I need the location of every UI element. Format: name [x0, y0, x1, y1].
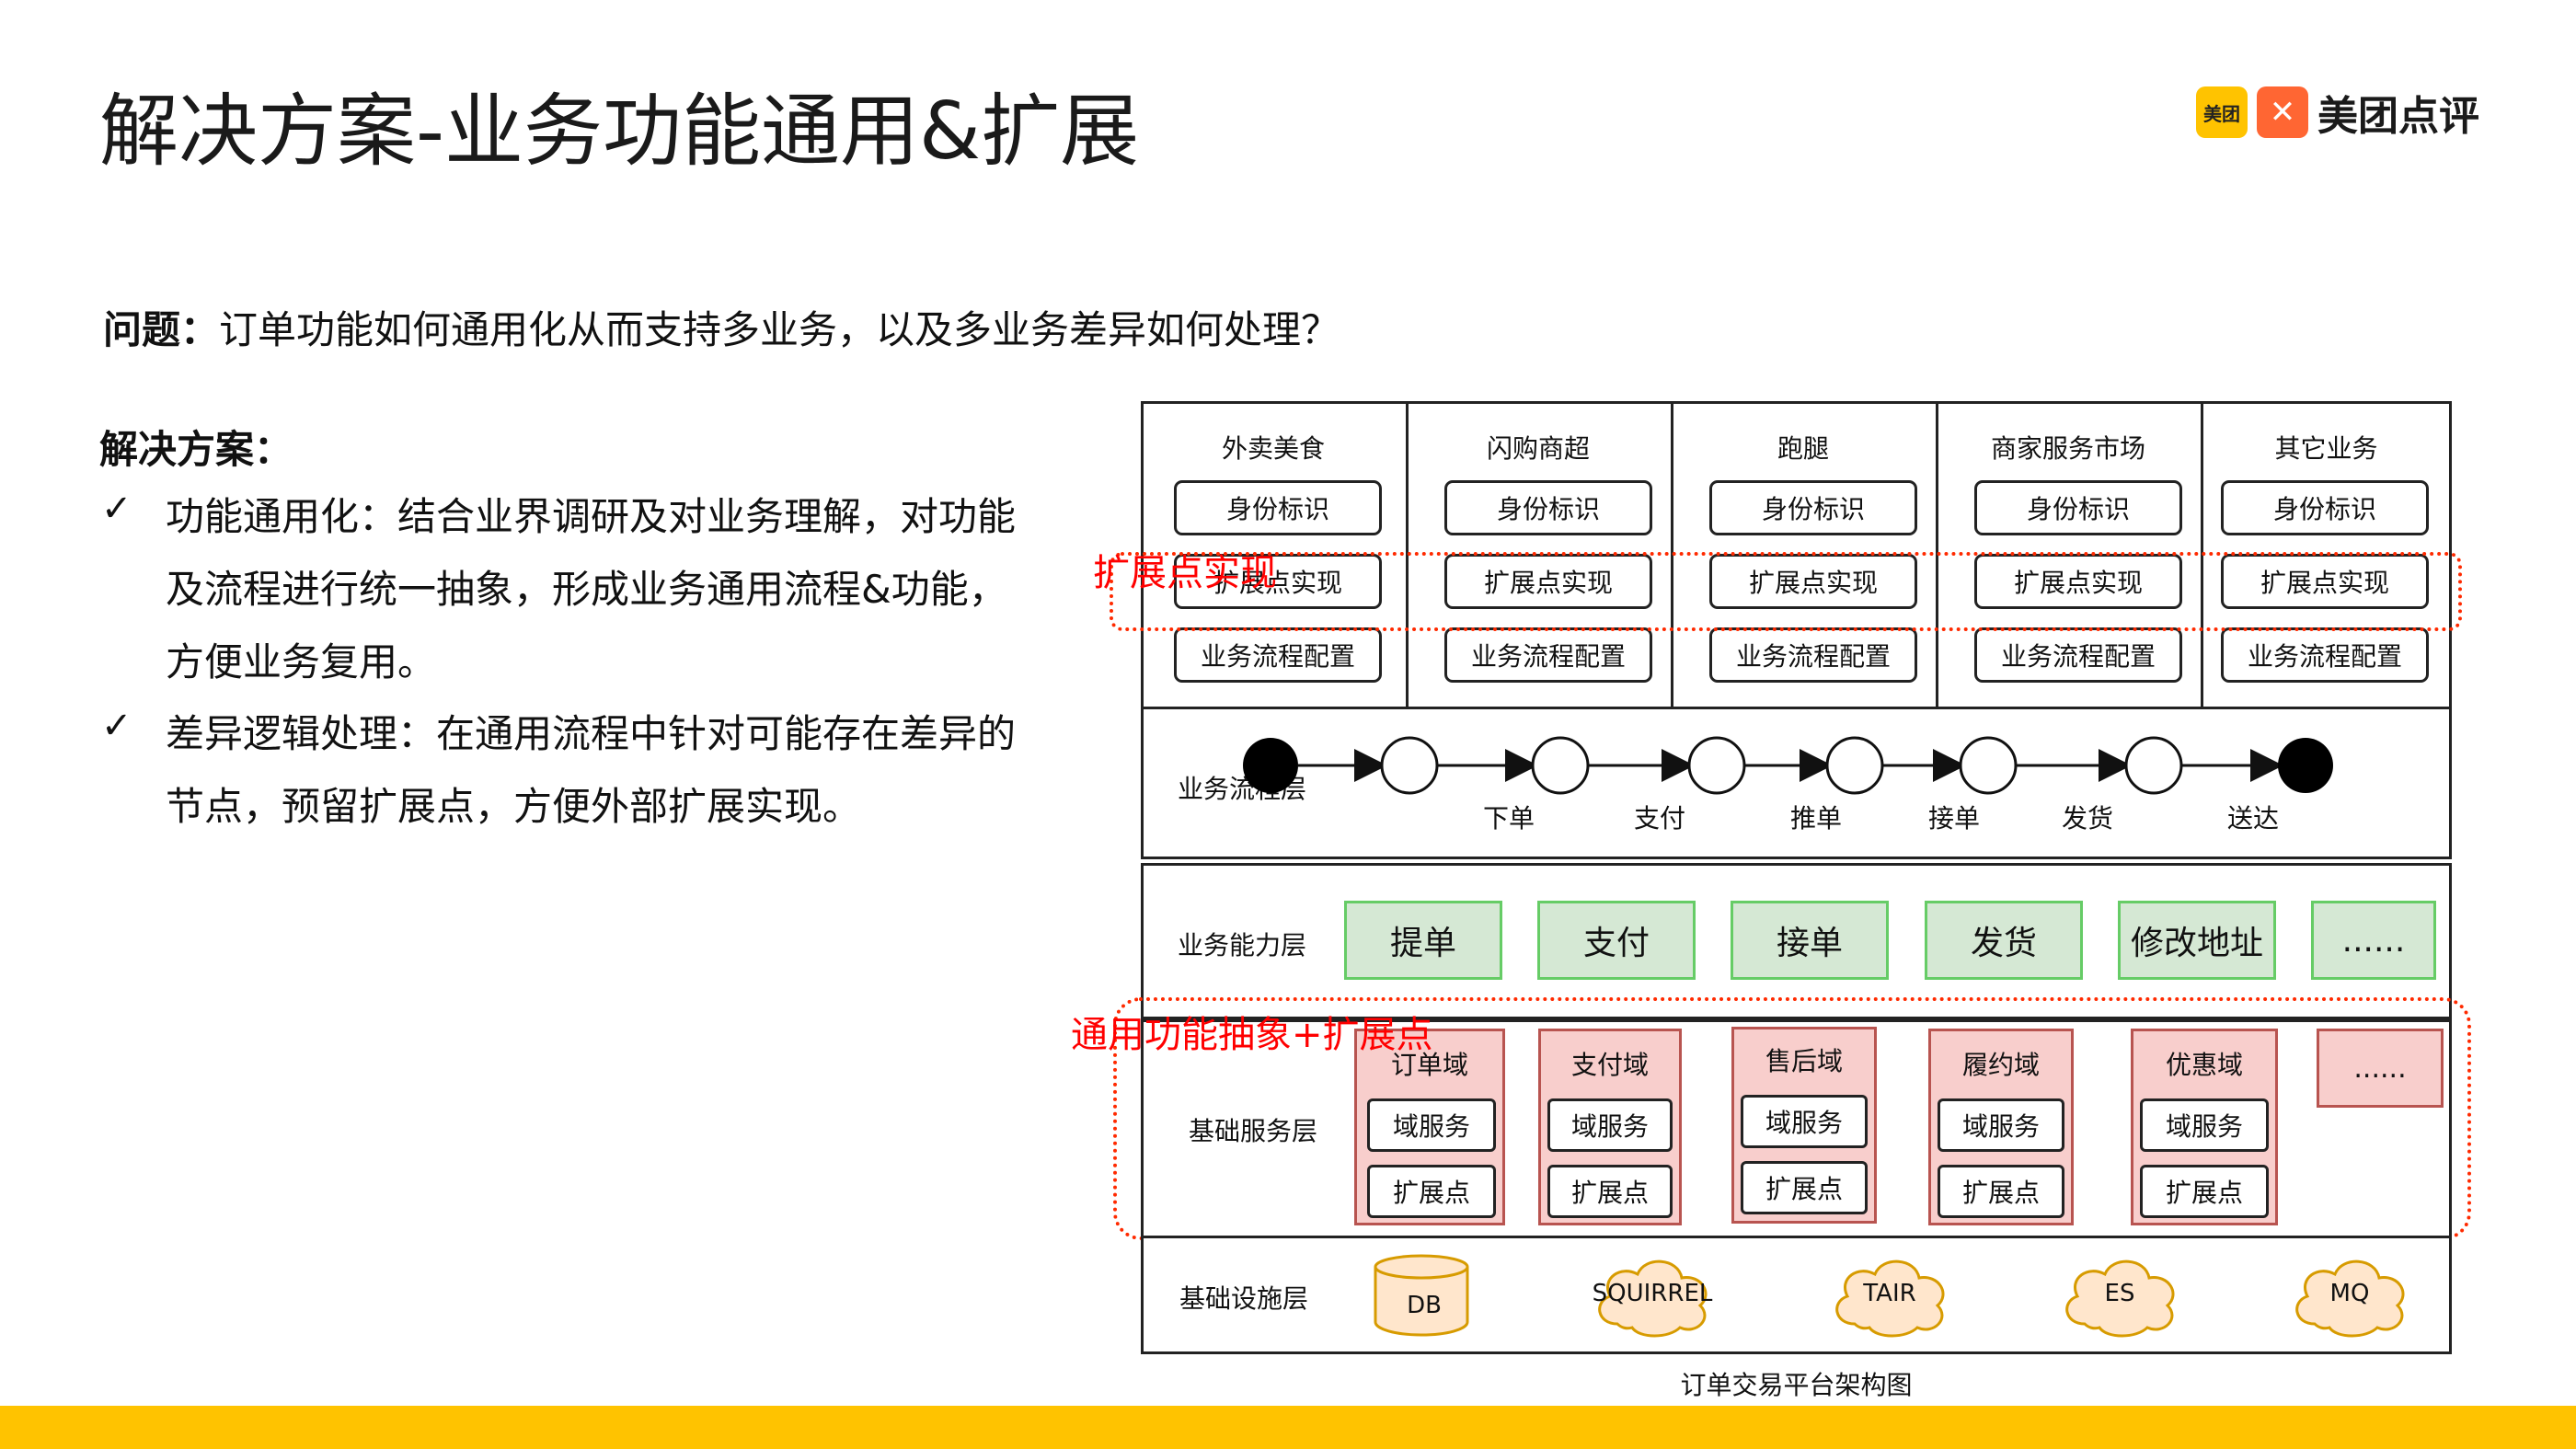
business-name: 跑腿: [1777, 433, 1829, 464]
footer-bar: [0, 1406, 2576, 1449]
capability-box: 发货: [1925, 901, 2083, 980]
cloud-icon: [1598, 1259, 1708, 1338]
flow-step-label: 推单: [1789, 803, 1843, 834]
flow-step-label: 发货: [2061, 803, 2114, 834]
domain-service-box: 域服务: [2140, 1098, 2269, 1152]
check-icon: ✓: [101, 488, 132, 530]
business-name: 其它业务: [2274, 433, 2378, 464]
domain-service-box: 域服务: [1367, 1098, 1496, 1152]
infra-label: MQ: [2329, 1280, 2370, 1307]
identity-box: 身份标识: [1174, 480, 1382, 535]
flow-step-label: 接单: [1927, 803, 1981, 834]
capability-box: 修改地址: [2118, 901, 2276, 980]
infra-layer: [1141, 1236, 2452, 1354]
flow-layer: [1141, 707, 2452, 859]
database-icon: [1374, 1254, 1469, 1337]
domain-ext-box: 扩展点: [1741, 1161, 1868, 1214]
infra-label: DB: [1407, 1292, 1442, 1319]
ext-impl-highlight: [1110, 552, 2462, 631]
domain-ext-box: 扩展点: [1938, 1165, 2064, 1218]
cloud-icon: [2065, 1259, 2175, 1338]
business-name: 闪购商超: [1486, 433, 1590, 464]
flow-step-label: 支付: [1633, 803, 1686, 834]
domain-ext-box: 扩展点: [1367, 1165, 1496, 1218]
flow-step-label: 下单: [1482, 803, 1535, 834]
brand-name: 美团点评: [2317, 93, 2479, 140]
ext-impl-box: 扩展点实现: [1709, 554, 1917, 609]
ext-impl-box: 扩展点实现: [1444, 554, 1652, 609]
capability-box: 提单: [1344, 901, 1502, 980]
flow-chain-icon: [1243, 736, 2333, 795]
cloud-icon: [2295, 1259, 2405, 1338]
domain-name: 履约域: [1961, 1050, 2040, 1080]
domain-ext-box: 扩展点: [1547, 1165, 1673, 1218]
domain-name: 订单域: [1390, 1050, 1468, 1080]
domain-service-box: 域服务: [1547, 1098, 1673, 1152]
service-layer-label: 基础服务层: [1189, 1116, 1318, 1146]
flow-config-box: 业务流程配置: [1444, 627, 1652, 683]
architecture-diagram: 外卖美食 身份标识 扩展点实现 业务流程配置 闪购商超 身份标识 扩展点实现 业…: [1071, 401, 2471, 1354]
brand-logo: 美团 ✕ 美团点评: [2196, 85, 2479, 140]
identity-box: 身份标识: [2221, 480, 2429, 535]
bullet-general: 功能通用化：结合业界调研及对业务理解，对功能及流程进行统一抽象，形成业务通用流程…: [166, 494, 1017, 684]
business-name: 外卖美食: [1221, 433, 1325, 464]
domain-name: 优惠域: [2165, 1050, 2243, 1080]
question-label: 问题：: [103, 307, 220, 352]
domain-service-box: 域服务: [1938, 1098, 2064, 1152]
capability-box: 接单: [1731, 901, 1889, 980]
flow-config-box: 业务流程配置: [1974, 627, 2182, 683]
flow-config-box: 业务流程配置: [2221, 627, 2429, 683]
slide-title: 解决方案-业务功能通用&扩展: [99, 86, 1140, 178]
infra-label: SQUIRREL: [1592, 1280, 1713, 1307]
flow-config-box: 业务流程配置: [1709, 627, 1917, 683]
ext-impl-box: 扩展点实现: [1974, 554, 2182, 609]
flow-config-box: 业务流程配置: [1174, 627, 1382, 683]
capability-layer-label: 业务能力层: [1178, 930, 1307, 960]
domain-service-box: 域服务: [1741, 1095, 1868, 1148]
infra-layer-label: 基础设施层: [1179, 1283, 1309, 1314]
diagram-caption: 订单交易平台架构图: [1680, 1370, 1913, 1400]
domain-ext-box: 扩展点: [2140, 1165, 2269, 1218]
ext-impl-box: 扩展点实现: [2221, 554, 2429, 609]
dianping-mark-icon: ✕: [2257, 86, 2308, 138]
question-line: 问题：订单功能如何通用化从而支持多业务，以及多业务差异如何处理？: [103, 299, 1340, 355]
check-icon: ✓: [101, 705, 132, 747]
flow-step-label: 送达: [2226, 803, 2280, 834]
meituan-badge-icon: 美团: [2196, 86, 2248, 138]
identity-box: 身份标识: [1974, 480, 2182, 535]
domain-name: 支付域: [1570, 1050, 1649, 1080]
ext-impl-highlight-label: 扩展点实现: [1093, 552, 1277, 594]
cloud-icon: [1835, 1259, 1945, 1338]
infra-label: ES: [2104, 1280, 2135, 1307]
question-text: 订单功能如何通用化从而支持多业务，以及多业务差异如何处理？: [219, 307, 1340, 352]
capability-box: 支付: [1537, 901, 1696, 980]
identity-box: 身份标识: [1444, 480, 1652, 535]
common-function-highlight-label: 通用功能抽象+扩展点: [1071, 1014, 1433, 1056]
domain-more-box: ......: [2317, 1029, 2444, 1108]
bullet-difference: 差异逻辑处理：在通用流程中针对可能存在差异的节点，预留扩展点，方便外部扩展实现。: [166, 711, 1017, 829]
ext-impl-box: 扩展点实现: [1174, 554, 1382, 609]
solution-heading: 解决方案：: [99, 427, 293, 472]
infra-label: TAIR: [1863, 1280, 1916, 1307]
capability-box: ......: [2311, 901, 2436, 980]
domain-name: 售后域: [1765, 1046, 1843, 1076]
business-name: 商家服务市场: [1990, 433, 2145, 464]
identity-box: 身份标识: [1709, 480, 1917, 535]
